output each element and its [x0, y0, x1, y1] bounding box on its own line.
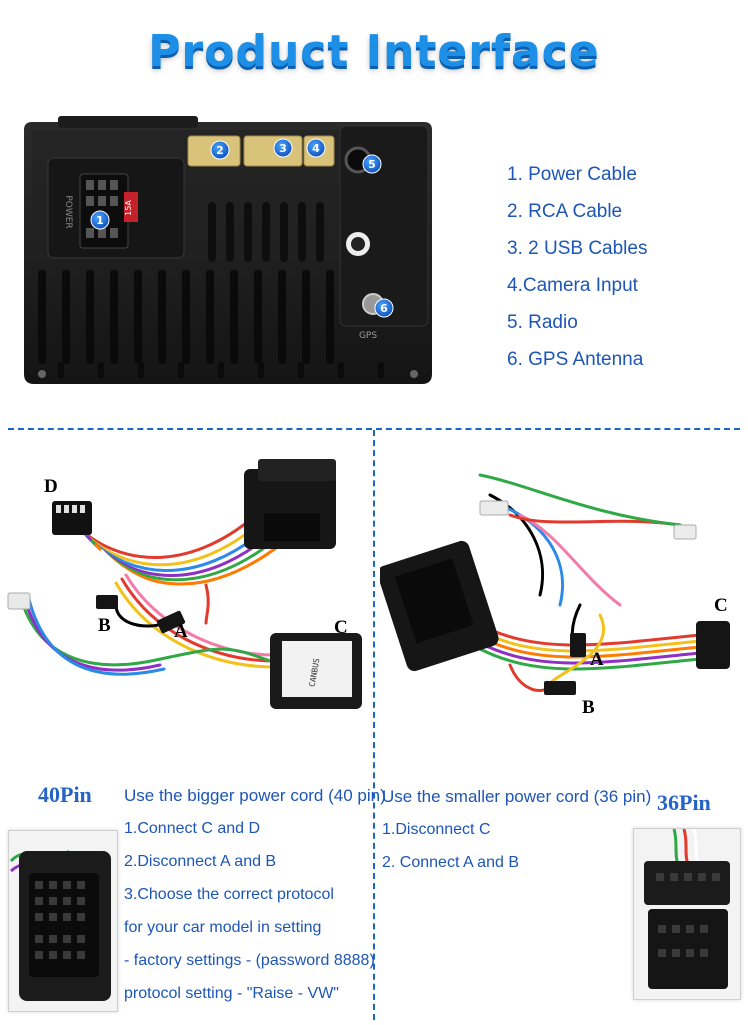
gps-port-label: GPS [359, 331, 377, 341]
power-label: POWER [63, 195, 73, 228]
harness-40-letter-c: C [334, 617, 348, 638]
interface-item-power: 1. Power Cable [507, 164, 637, 185]
interface-item-radio: 5. Radio [507, 312, 578, 333]
horizontal-divider [8, 428, 740, 430]
pin36-step-2: 2. Connect A and B [382, 854, 519, 871]
pin36-heading: Use the smaller power cord (36 pin) [382, 787, 652, 806]
harness-36-letter-a: A [590, 649, 604, 670]
harness-40-letter-a: A [174, 621, 188, 642]
pin40-step-3: 3.Choose the correct protocol [124, 886, 334, 903]
pin40-heading: Use the bigger power cord (40 pin) [124, 786, 386, 805]
pin40-step-6: protocol setting - "Raise - VW" [124, 985, 339, 1002]
badge-2: 2 [216, 144, 224, 157]
harness-40pin-illustration: CANBUS D B A C [7, 459, 362, 709]
badge-6: 6 [380, 302, 388, 315]
pin36-instructions: Use the smaller power cord (36 pin) 1.Di… [382, 780, 651, 879]
badge-5: 5 [368, 158, 376, 171]
harness-36-letter-b: B [582, 697, 595, 718]
connector-40pin-icon [9, 831, 117, 1011]
interface-item-camera: 4.Camera Input [507, 275, 638, 296]
badge-1: 1 [96, 214, 104, 227]
interface-item-gps: 6. GPS Antenna [507, 349, 644, 370]
pin40-step-2: 2.Disconnect A and B [124, 853, 277, 870]
pin36-connector-photo [633, 828, 741, 1000]
harness-36-letter-c: C [714, 595, 728, 616]
harness-40-letter-b: B [98, 615, 111, 636]
pin40-title: 40Pin [38, 782, 92, 807]
connector-36pin-icon [634, 828, 740, 999]
page-title: Product Interface [148, 26, 600, 77]
interface-item-usb: 3. 2 USB Cables [507, 238, 648, 259]
pin36-title: 36Pin [657, 790, 711, 815]
pin40-instructions: Use the bigger power cord (40 pin) 1.Con… [124, 779, 386, 1010]
pin40-step-4: for your car model in setting [124, 919, 322, 936]
pin40-step-5: - factory settings - (password 8888) [124, 952, 375, 969]
harness-36pin-illustration: C A B [380, 473, 730, 718]
interface-item-rca: 2. RCA Cable [507, 201, 623, 222]
pin40-step-1: 1.Connect C and D [124, 820, 261, 837]
vertical-divider [373, 430, 375, 1020]
harness-40-letter-d: D [44, 476, 58, 497]
head-unit-back-panel: 15A POWER GPS 1 2 3 [24, 116, 432, 384]
pin36-step-1: 1.Disconnect C [382, 821, 491, 838]
badge-4: 4 [312, 142, 320, 155]
badge-3: 3 [279, 142, 287, 155]
fuse-label: 15A [124, 200, 133, 216]
interface-list: 1. Power Cable 2. RCA Cable 3. 2 USB Cab… [507, 160, 647, 382]
pin40-connector-photo [8, 830, 118, 1012]
